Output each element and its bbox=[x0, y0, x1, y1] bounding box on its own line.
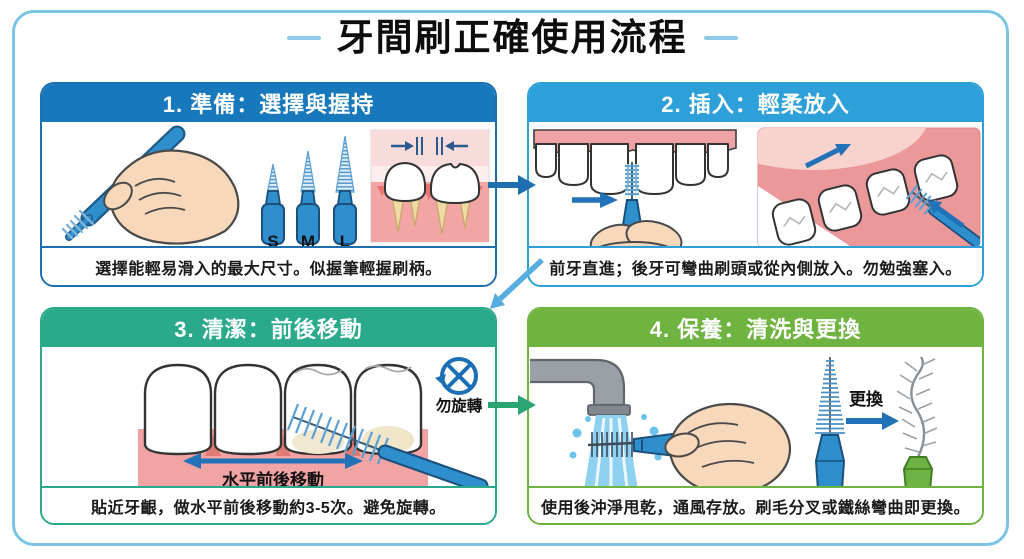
panel-step-4-caption: 使用後沖淨甩乾，通風存放。刷毛分叉或鐵絲彎曲即更換。 bbox=[529, 486, 982, 523]
insert-direction-arrow bbox=[571, 192, 618, 208]
panel-step-1: 1. 準備：選擇與握持 bbox=[40, 82, 497, 287]
arrow-step2-to-step3 bbox=[490, 257, 544, 309]
panel-step-1-caption: 選擇能輕易滑入的最大尺寸。似握筆輕握刷柄。 bbox=[42, 246, 495, 285]
panel-step-4-header: 4. 保養：清洗與更換 bbox=[529, 309, 982, 347]
title-right-dash bbox=[703, 36, 738, 40]
rinse-illustration bbox=[529, 358, 791, 490]
replace-arrow bbox=[845, 412, 899, 430]
cleaning-bristles bbox=[286, 403, 389, 465]
panel-step-4: 4. 保養：清洗與更換 bbox=[527, 307, 984, 525]
frayed-bristles bbox=[896, 358, 937, 453]
front-teeth-insertion-illustration bbox=[532, 129, 737, 250]
panel-step-2-illustration bbox=[529, 122, 982, 252]
cleaning-motion-illustration: 水平前後移動 bbox=[137, 363, 488, 490]
new-brush-bristles bbox=[814, 360, 845, 434]
title-left-dash bbox=[286, 36, 321, 40]
motion-label: 水平前後移動 bbox=[222, 470, 324, 490]
brush-sizes-illustration: S M L bbox=[260, 135, 357, 250]
brush-size-label-s: S bbox=[267, 232, 278, 250]
brush-size-label-m: M bbox=[300, 232, 314, 250]
teeth-gap-illustration bbox=[370, 129, 489, 243]
insertion-bristles bbox=[624, 165, 639, 195]
back-forth-arrow bbox=[182, 453, 363, 469]
panel-step-4-illustration: 更換 bbox=[529, 347, 982, 492]
panel-step-1-header: 1. 準備：選擇與握持 bbox=[42, 84, 495, 122]
panel-step-2-header: 2. 插入：輕柔放入 bbox=[529, 84, 982, 122]
arrow-step1-to-step2 bbox=[488, 175, 536, 195]
arrow-step3-to-step4 bbox=[488, 395, 536, 415]
replace-illustration: 更換 bbox=[814, 356, 937, 490]
page-title: 牙間刷正確使用流程 bbox=[336, 17, 688, 58]
outer-frame bbox=[12, 10, 1009, 546]
panel-step-3: 3. 清潔：前後移動 bbox=[40, 307, 497, 525]
no-rotate-label: 勿旋轉 bbox=[434, 396, 482, 415]
panel-step-3-illustration: 水平前後移動 勿旋轉 bbox=[42, 347, 495, 492]
brush-tip-bristles bbox=[61, 209, 94, 240]
panel-step-3-caption: 貼近牙齦，做水平前後移動約3-5次。避免旋轉。 bbox=[42, 486, 495, 523]
water-droplets bbox=[569, 414, 661, 461]
panel-step-1-illustration: S M L bbox=[42, 122, 495, 252]
bent-wire bbox=[909, 356, 925, 458]
panel-step-2-caption: 前牙直進；後牙可彎曲刷頭或從內側放入。勿勉強塞入。 bbox=[529, 246, 982, 285]
no-rotation-icon bbox=[434, 357, 478, 395]
hand-grip-illustration bbox=[61, 125, 239, 245]
panel-step-2: 2. 插入：輕柔放入 bbox=[527, 82, 984, 287]
brush-size-label-l: L bbox=[339, 232, 349, 250]
title-row: 牙間刷正確使用流程 bbox=[0, 14, 1024, 62]
molar-insertion-illustration bbox=[757, 127, 980, 249]
gap-width-arrows bbox=[390, 137, 468, 155]
panel-step-3-header: 3. 清潔：前後移動 bbox=[42, 309, 495, 347]
molar-direction-arrows bbox=[804, 144, 964, 229]
replace-label: 更換 bbox=[849, 389, 884, 409]
